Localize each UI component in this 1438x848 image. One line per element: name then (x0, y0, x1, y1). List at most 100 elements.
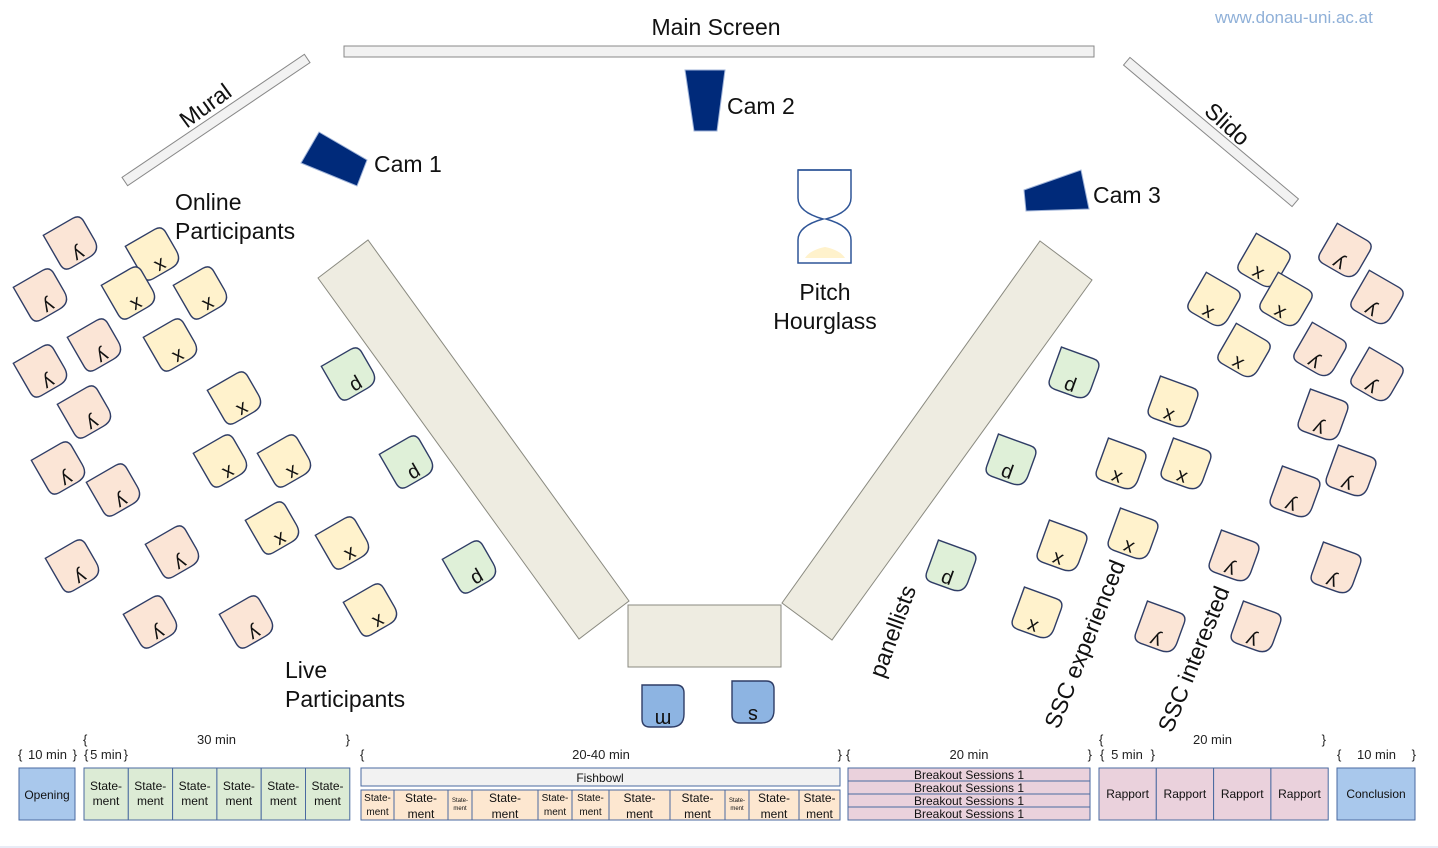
fishbowl-block (360, 767, 841, 787)
statement-label-line2: ment (226, 794, 253, 808)
seat-y: y (1350, 346, 1404, 402)
statement-label-line1: State- (267, 779, 299, 793)
seat-s: s (731, 680, 775, 726)
seat-y: y (12, 268, 68, 322)
seat-y: y (1318, 222, 1372, 278)
statement-label-line2: ment (270, 794, 297, 808)
main-screen-label: Main Screen (651, 14, 780, 40)
fishbowl-statement-line2: ment (408, 807, 435, 821)
fishbowl-statement-line2: ment (544, 807, 566, 818)
seat-x: x (244, 501, 300, 555)
conclusion-close-brace: } (1412, 747, 1417, 762)
seat-y: y (1134, 600, 1186, 653)
seat-y: y (218, 595, 274, 649)
statement-label-line1: State- (311, 779, 343, 793)
seat-m: m (641, 684, 685, 730)
seat-x: x (256, 434, 312, 488)
statements-duration: 30 min (197, 732, 236, 747)
statement-label-line1: State- (179, 779, 211, 793)
rapport-block (1098, 767, 1157, 821)
seat-x: x (1036, 519, 1088, 572)
first-rapport-close-brace: } (1151, 747, 1156, 762)
seat-x: x (1147, 375, 1199, 428)
fishbowl-statement-line1: State- (542, 793, 569, 804)
rapport-block (1270, 767, 1329, 821)
agenda-timeline: {}10 min{5 min}{}30 min{}20-40 min{}20 m… (18, 732, 1417, 821)
fishbowl-statement-line1: State- (489, 791, 521, 805)
website-url: www.donau-uni.ac.at (1214, 8, 1373, 27)
seat-x: x (100, 266, 156, 320)
rapport-block (1213, 767, 1272, 821)
fishbowl-statement-line2: ment (366, 807, 388, 818)
rapport-label: Rapport (1106, 787, 1149, 801)
seat-x: x (192, 434, 248, 488)
fishbowl-statement-block (571, 789, 610, 821)
fishbowl-statement-line1: State- (803, 791, 835, 805)
opening-block (18, 767, 76, 821)
fishbowl-statement-line2: ment (579, 807, 601, 818)
seat-x: x (206, 371, 262, 425)
seat-y: y (66, 318, 122, 372)
seat-y: y (122, 595, 178, 649)
seat-y: y (1293, 321, 1347, 377)
first-statement-close-brace: } (124, 747, 129, 762)
fishbowl-statement-line1: State- (364, 793, 391, 804)
fishbowl-statement-line2: ment (492, 807, 519, 821)
fishbowl-statement-block (471, 789, 539, 821)
fishbowl-statement-line1: State- (405, 791, 437, 805)
statement-block (83, 767, 129, 821)
table-left (317, 239, 630, 640)
seat-m-letter: m (655, 708, 672, 730)
camera-1-icon (300, 131, 368, 187)
statement-block (216, 767, 262, 821)
rapports-open-brace: { (1099, 732, 1104, 747)
conclusion-block (1336, 767, 1416, 821)
mural-screen (121, 53, 311, 187)
hourglass-label: Hourglass (773, 308, 877, 334)
fishbowl-statement-block (748, 789, 800, 821)
pitch-label: Pitch (799, 279, 850, 305)
bottom-divider (0, 846, 1438, 848)
seat-x: x (342, 583, 398, 637)
seat-y: y (1269, 465, 1321, 518)
opening-label: Opening (24, 788, 69, 802)
live-label-line1: Live (285, 657, 327, 683)
slido-screen (1122, 56, 1300, 208)
rapport-label: Rapport (1164, 787, 1207, 801)
fishbowl-statement-line1: State- (681, 791, 713, 805)
rapport-label: Rapport (1221, 787, 1264, 801)
breakout-label: Breakout Sessions 1 (914, 807, 1024, 821)
seat-y: y (1325, 444, 1377, 497)
statements-open-brace: { (83, 732, 88, 747)
fishbowl-statement-line2: ment (761, 807, 788, 821)
seat-y: y (42, 216, 98, 270)
rapports-duration: 20 min (1193, 732, 1232, 747)
seat-y: y (30, 441, 86, 495)
seat-x: x (1095, 437, 1147, 490)
fishbowl-statement-line2: ment (730, 806, 744, 812)
seat-x: x (1011, 586, 1063, 639)
fishbowl-statement-line2: ment (684, 807, 711, 821)
seat-s-letter: s (748, 704, 758, 726)
fishbowl-statement-line2: ment (453, 806, 467, 812)
seat-y: y (44, 539, 100, 593)
live-label-line2: Participants (285, 686, 405, 712)
seat-x: x (142, 318, 198, 372)
seat-x: x (1259, 271, 1313, 327)
statement-label-line2: ment (93, 794, 120, 808)
fishbowl-statement-block (447, 789, 473, 821)
first-statement-open-brace: { (84, 747, 89, 762)
fishbowl-statement-block (669, 789, 726, 821)
fishbowl-statement-block (537, 789, 573, 821)
fishbowl-statement-line1: State- (452, 798, 468, 804)
fishbowl-statement-block (724, 789, 750, 821)
breakout-open-brace: { (846, 747, 851, 762)
opening-duration: 10 min (28, 747, 67, 762)
seat-y: y (1230, 600, 1282, 653)
statements-close-brace: } (346, 732, 351, 747)
seat-x: x (1107, 507, 1159, 560)
seat-x: x (1217, 322, 1271, 378)
seat-y: y (1297, 388, 1349, 441)
fishbowl-statement-line1: State- (623, 791, 655, 805)
